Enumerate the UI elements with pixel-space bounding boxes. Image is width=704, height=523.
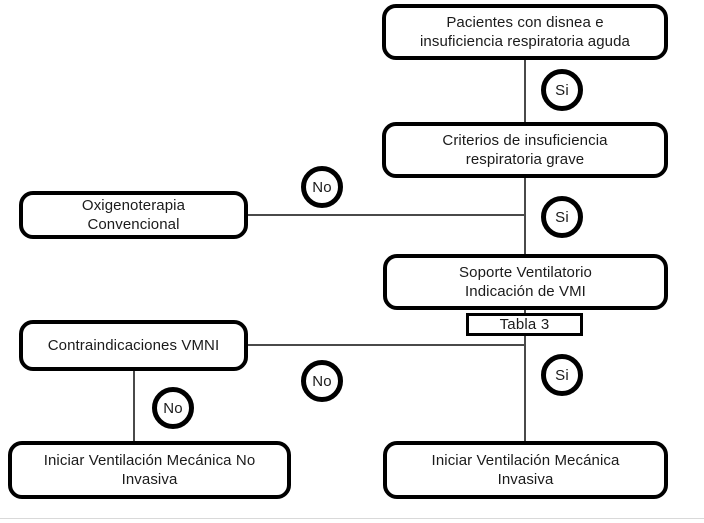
badge-no-contraindicaciones-vmni-label: No (163, 399, 183, 417)
node-pacientes-label: Pacientes con disnea e insuficiencia res… (420, 13, 630, 50)
node-iniciar-vmni-label: Iniciar Ventilación Mecánica No Invasiva (43, 451, 256, 488)
connector-contraindicaciones-to-vmni (133, 371, 135, 442)
node-contraindicaciones-vmni[interactable]: Contraindicaciones VMNI (19, 320, 248, 371)
node-criterios-label: Criterios de insuficiencia respiratoria … (442, 131, 608, 168)
connector-pacientes-to-criterios (524, 58, 526, 124)
badge-si-soporte-vmi-label: Si (555, 366, 569, 384)
reference-label-tabla-3-text: Tabla 3 (499, 316, 550, 333)
badge-no-contraindicaciones-vmni: No (152, 387, 194, 429)
node-pacientes[interactable]: Pacientes con disnea e insuficiencia res… (382, 4, 668, 60)
node-criterios[interactable]: Criterios de insuficiencia respiratoria … (382, 122, 668, 178)
badge-no-criterios-oxigenoterapia: No (301, 166, 343, 208)
connector-criterios-to-soporte (524, 178, 526, 255)
node-soporte-ventilatorio-label: Soporte Ventilatorio Indicación de VMI (459, 263, 592, 300)
node-iniciar-vmi[interactable]: Iniciar Ventilación Mecánica Invasiva (383, 441, 668, 499)
badge-si-pacientes-criterios: Si (541, 69, 583, 111)
badge-si-criterios-soporte-label: Si (555, 208, 569, 226)
badge-no-criterios-oxigenoterapia-label: No (312, 178, 332, 196)
footer-divider (0, 518, 704, 519)
badge-no-soporte-contraindicaciones-label: No (312, 372, 332, 390)
connector-tabla3-to-vmi (524, 334, 526, 442)
badge-no-soporte-contraindicaciones: No (301, 360, 343, 402)
node-soporte-ventilatorio[interactable]: Soporte Ventilatorio Indicación de VMI (383, 254, 668, 310)
reference-label-tabla-3[interactable]: Tabla 3 (466, 313, 583, 336)
node-oxigenoterapia-label: Oxigenoterapia Convencional (81, 196, 186, 233)
connector-soporte-to-contraindicaciones (248, 344, 526, 346)
node-iniciar-vmni[interactable]: Iniciar Ventilación Mecánica No Invasiva (8, 441, 291, 499)
node-oxigenoterapia[interactable]: Oxigenoterapia Convencional (19, 191, 248, 239)
node-iniciar-vmi-label: Iniciar Ventilación Mecánica Invasiva (431, 451, 620, 488)
badge-si-pacientes-criterios-label: Si (555, 81, 569, 99)
node-contraindicaciones-vmni-label: Contraindicaciones VMNI (47, 336, 220, 354)
badge-si-criterios-soporte: Si (541, 196, 583, 238)
badge-si-soporte-vmi: Si (541, 354, 583, 396)
connector-criterios-to-oxigenoterapia (246, 214, 526, 216)
